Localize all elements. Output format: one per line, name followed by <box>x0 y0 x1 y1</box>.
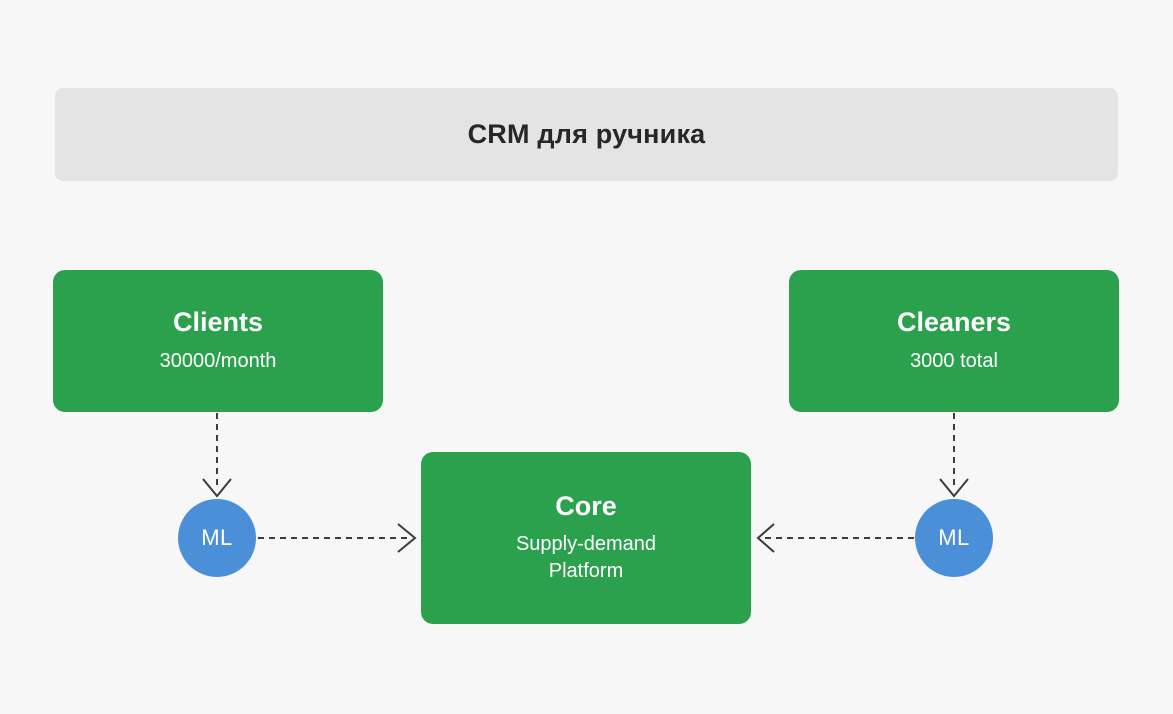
node-cleaners-subtitle: 3000 total <box>910 349 998 372</box>
node-core-subtitle-line2: Platform <box>548 560 624 583</box>
node-cleaners[interactable]: Cleaners 3000 total <box>789 270 1119 412</box>
node-clients-title: Clients <box>172 307 264 338</box>
node-ml-right-label: ML <box>938 525 970 550</box>
node-ml-left[interactable]: ML <box>178 499 256 577</box>
node-ml-right[interactable]: ML <box>915 499 993 577</box>
node-clients-subtitle: 30000/month <box>159 349 277 372</box>
header-band: CRM для ручника <box>55 88 1118 181</box>
node-core-title: Core <box>555 490 617 521</box>
node-clients[interactable]: Clients 30000/month <box>53 270 383 412</box>
arrowhead-cleaners-to-ml-right <box>939 478 969 498</box>
node-ml-left-label: ML <box>201 525 233 550</box>
page-title: CRM для ручника <box>467 119 706 149</box>
arrowhead-clients-to-ml-left <box>202 478 232 498</box>
node-cleaners-title: Cleaners <box>896 307 1012 338</box>
node-core-subtitle-line1: Supply-demand <box>515 533 657 556</box>
node-core[interactable]: Core Supply-demand Platform <box>421 452 751 624</box>
arrowhead-ml-right-to-core <box>756 523 775 553</box>
arrowhead-ml-left-to-core <box>397 523 417 553</box>
